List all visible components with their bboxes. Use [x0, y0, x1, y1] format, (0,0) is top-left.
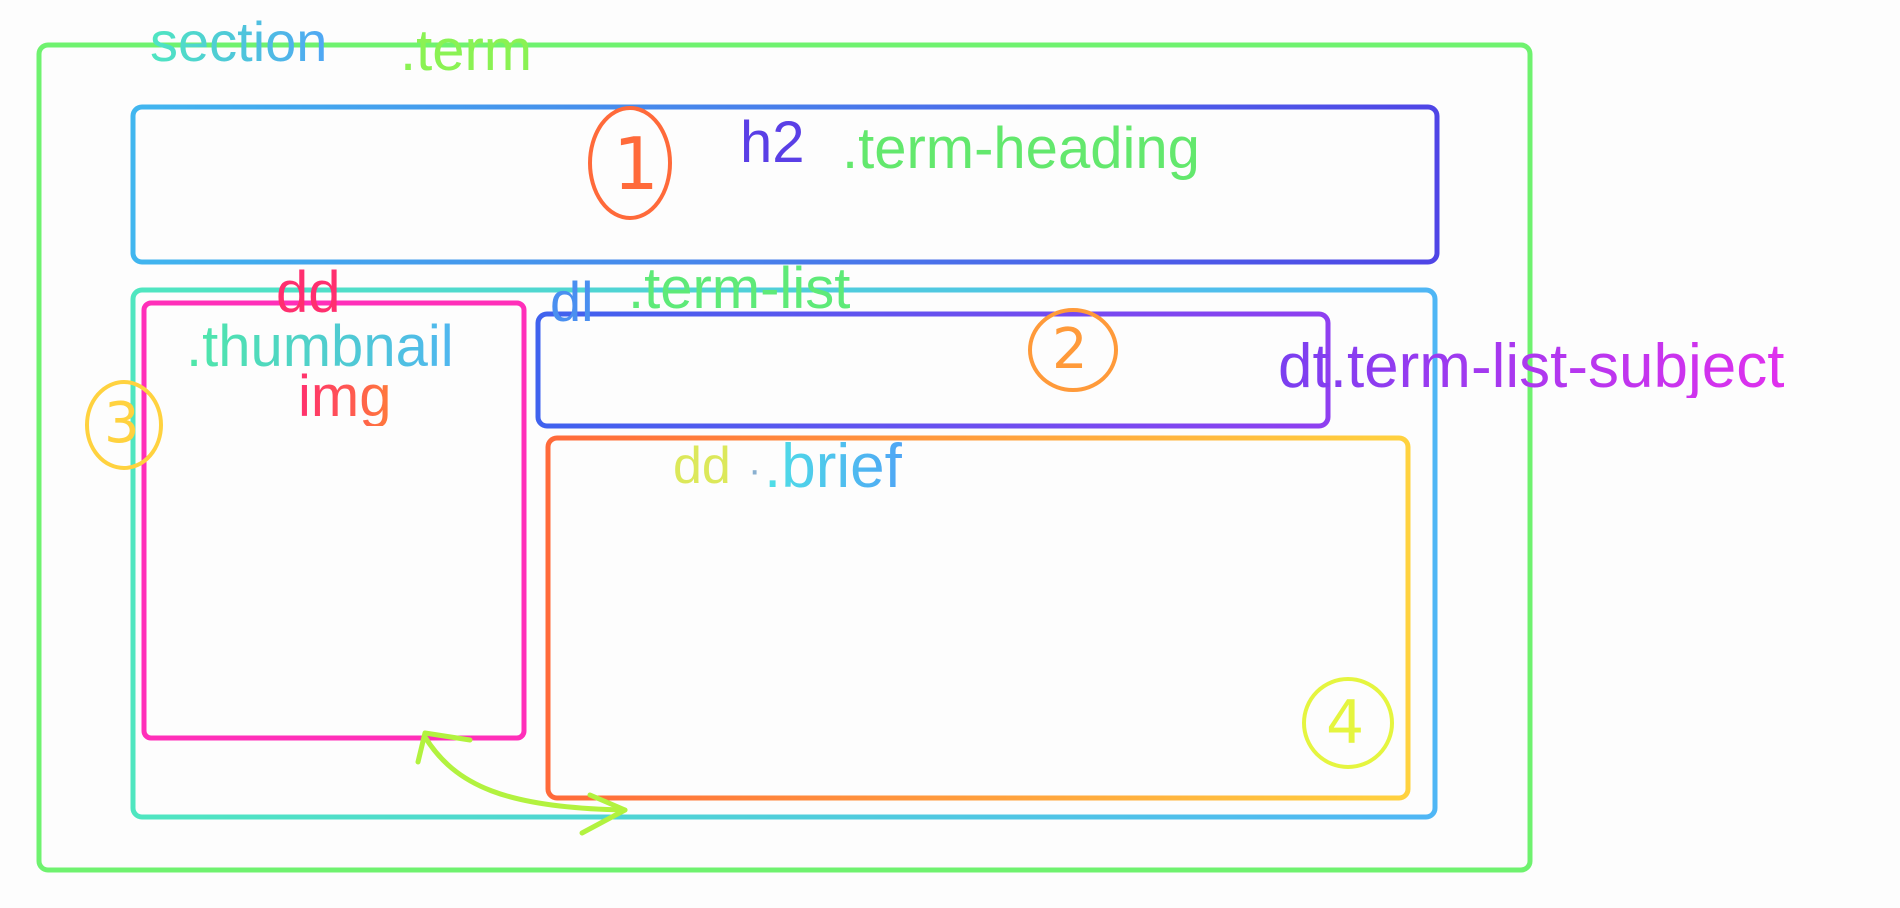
section-tag-label: section [150, 10, 328, 73]
term-list-subject-box [535, 311, 1331, 429]
brief-tag-label: dd [673, 437, 731, 495]
number-2: 2 [1052, 317, 1088, 382]
number-4: 4 [1326, 688, 1365, 758]
heading-tag-label: h2 [740, 110, 805, 175]
number-circles [85, 106, 1394, 769]
thumbnail-img-label: img [298, 364, 392, 429]
number-circle-3 [85, 380, 163, 470]
term-list-tag-label: dl [550, 270, 594, 333]
term-heading-box [130, 104, 1440, 265]
number-circle-2 [1028, 308, 1118, 392]
order-arrow [415, 730, 628, 836]
subject-tag-label: dt [1278, 332, 1330, 401]
number-3: 3 [104, 391, 140, 456]
section-class-label: .term [400, 18, 533, 83]
brief-dot-label: · [748, 448, 762, 492]
subject-class-label: .term-list-subject [1329, 332, 1785, 401]
number-circle-4 [1302, 677, 1394, 769]
number-1: 1 [613, 122, 659, 206]
thumbnail-tag-label: dd [276, 260, 341, 325]
brief-class-label: .brief [764, 432, 902, 501]
subject-label: dt.term-list-subject [1278, 336, 1784, 398]
number-circle-1 [588, 106, 672, 220]
brief-box [545, 435, 1411, 801]
term-list-box [130, 287, 1438, 820]
heading-class-label: .term-heading [842, 116, 1200, 181]
thumbnail-box [141, 300, 527, 741]
term-list-class-label: .term-list [628, 256, 851, 321]
thumbnail-class-label: .thumbnail [186, 314, 454, 379]
section-term-box [36, 42, 1533, 873]
